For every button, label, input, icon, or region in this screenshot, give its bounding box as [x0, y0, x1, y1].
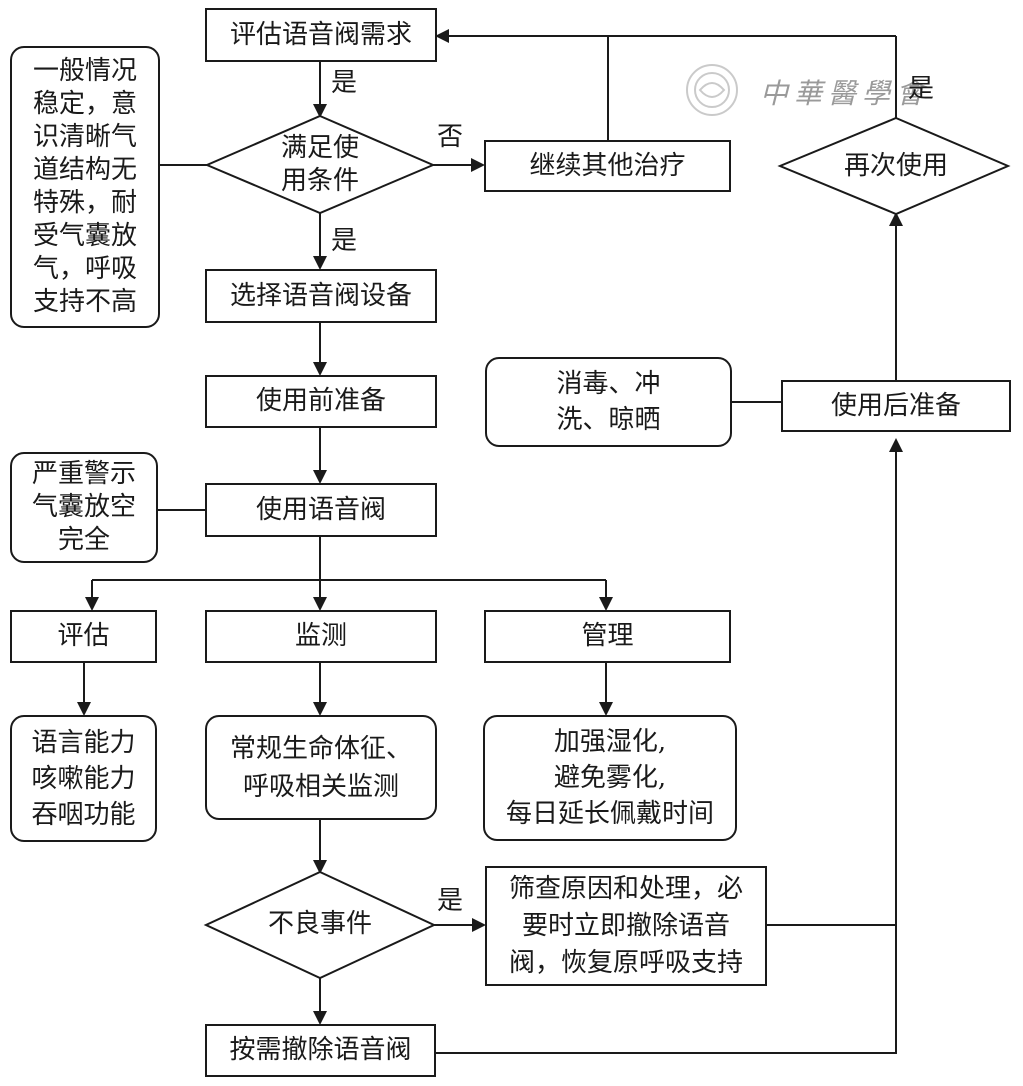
node-manage-label: 管理 — [581, 621, 634, 651]
node-select-device-label: 选择语音阀设备 — [229, 280, 412, 311]
edge-label-yes-1: 是 — [331, 68, 358, 98]
node-evaluate-label: 评估 — [57, 621, 110, 651]
node-pre-use-label: 使用前准备 — [255, 386, 386, 416]
note-conditions-text: 一般情况 稳定，意 识清晰气 道结构无 特殊，耐 受气囊放 气，呼吸 支持不高 — [32, 56, 137, 317]
node-monitor: 监测 — [205, 610, 437, 663]
node-screen-cause: 筛查原因和处理，必 要时立即撤除语音 阀，恢复原呼吸支持 — [485, 866, 767, 986]
node-evaluate: 评估 — [10, 610, 157, 663]
node-use-valve: 使用语音阀 — [205, 483, 437, 537]
node-continue-other: 继续其他治疗 — [484, 140, 731, 192]
decision-adverse-event-label: 不良事件 — [267, 908, 372, 939]
arrow-remove-to-post — [436, 438, 903, 1054]
note-conditions: 一般情况 稳定，意 识清晰气 道结构无 特殊，耐 受气囊放 气，呼吸 支持不高 — [10, 46, 160, 328]
decision-reuse-label: 再次使用 — [843, 150, 948, 181]
node-post-use-label: 使用后准备 — [830, 390, 961, 421]
note-warning: 严重警示 气囊放空 完全 — [10, 452, 158, 563]
node-use-valve-label: 使用语音阀 — [255, 494, 386, 525]
node-monitor-items: 常规生命体征、 呼吸相关监测 — [205, 715, 437, 820]
node-select-device: 选择语音阀设备 — [205, 269, 437, 323]
watermark-emblem — [686, 64, 738, 116]
node-manage-items: 加强湿化, 避免雾化, 每日延长佩戴时间 — [483, 715, 737, 841]
node-remove-valve: 按需撤除语音阀 — [205, 1024, 436, 1077]
node-assess-need-label: 评估语音阀需求 — [229, 19, 412, 50]
node-remove-valve-label: 按需撤除语音阀 — [229, 1035, 412, 1065]
note-warning-text: 严重警示 气囊放空 完全 — [31, 459, 136, 555]
node-manage-items-text: 加强湿化, 避免雾化, 每日延长佩戴时间 — [505, 727, 714, 829]
decision-meet-conditions — [204, 114, 436, 215]
node-continue-other-label: 继续其他治疗 — [529, 150, 686, 181]
node-evaluate-items: 语言能力 咳嗽能力 吞咽功能 — [10, 715, 157, 842]
node-monitor-label: 监测 — [294, 621, 347, 651]
node-evaluate-items-text: 语言能力 咳嗽能力 吞咽功能 — [31, 727, 136, 830]
edge-label-yes-2: 是 — [331, 226, 358, 256]
node-screen-cause-label: 筛查原因和处理，必 要时立即撤除语音 阀，恢复原呼吸支持 — [508, 873, 743, 978]
decision-adverse-event — [203, 870, 437, 980]
node-clean: 消毒、冲 洗、晾晒 — [485, 357, 732, 447]
decision-reuse — [777, 116, 1011, 216]
node-clean-text: 消毒、冲 洗、晾晒 — [556, 369, 661, 435]
edge-label-no: 否 — [437, 122, 464, 152]
decision-meet-conditions-label: 满足使 用条件 — [280, 133, 359, 196]
node-post-use: 使用后准备 — [781, 380, 1011, 432]
edge-label-yes-adverse: 是 — [437, 886, 464, 916]
node-assess-need: 评估语音阀需求 — [205, 8, 437, 62]
edge-label-yes-reuse: 是 — [908, 74, 935, 104]
watermark-text: 中華醫學會 — [760, 77, 931, 110]
node-monitor-items-text: 常规生命体征、 呼吸相关监测 — [229, 733, 412, 802]
node-manage: 管理 — [484, 610, 731, 663]
node-pre-use: 使用前准备 — [205, 375, 437, 428]
